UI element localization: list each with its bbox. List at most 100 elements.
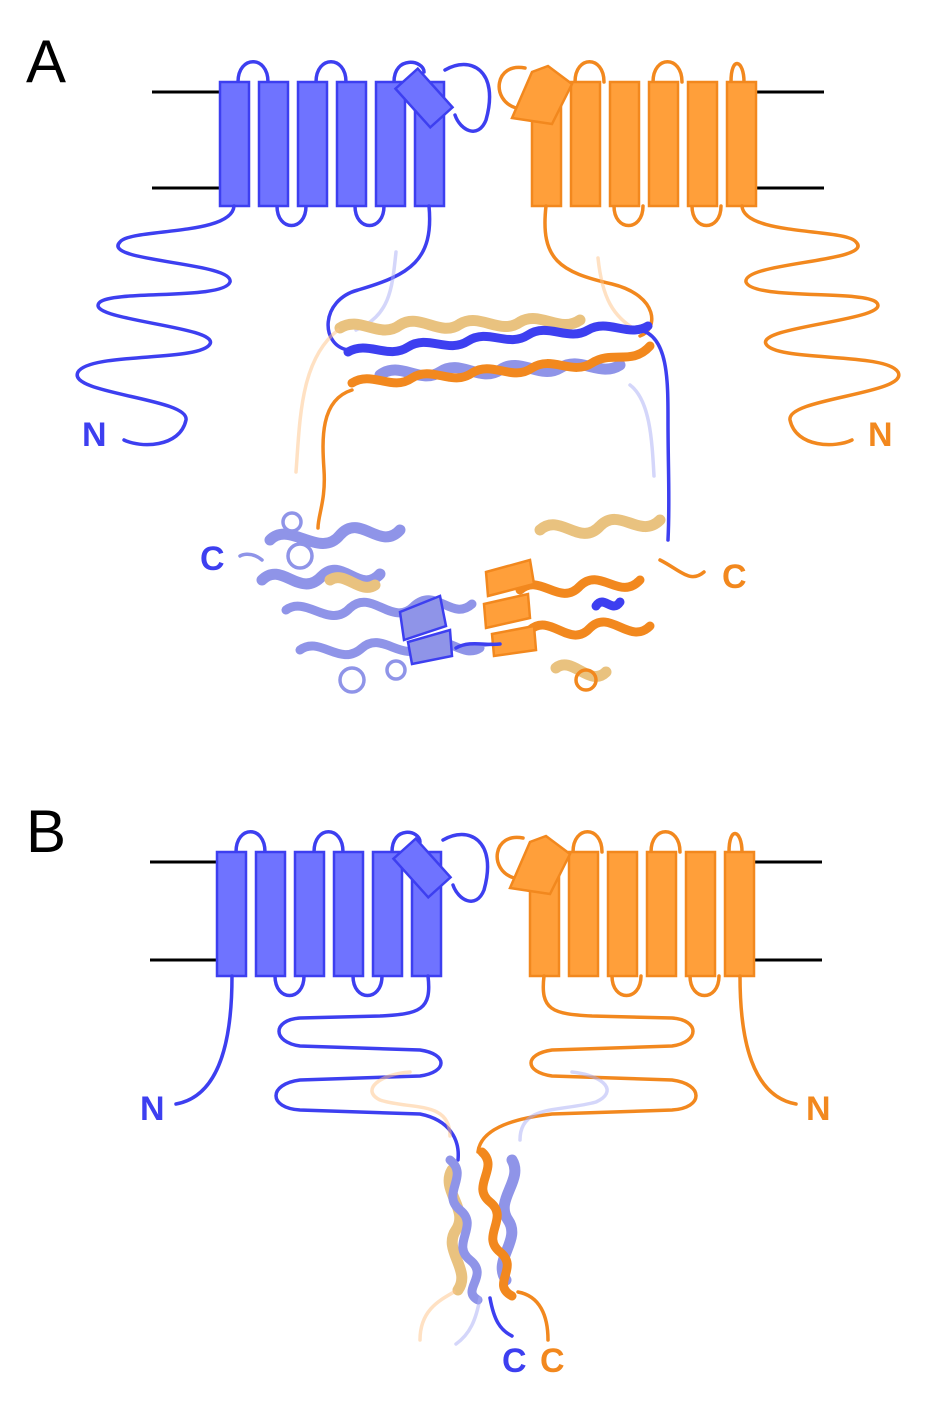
coiled-coil-helix xyxy=(477,1147,517,1301)
right-c-terminus-label: C xyxy=(540,1342,565,1380)
tm-linker-back xyxy=(596,256,642,334)
tm-helix xyxy=(608,80,641,208)
extracellular-loop xyxy=(234,830,267,854)
extracellular-loop xyxy=(314,60,348,84)
intracellular-loop xyxy=(351,974,384,998)
tm-helix xyxy=(647,80,680,208)
intracellular-loop xyxy=(275,204,308,228)
tm-helix xyxy=(335,80,368,208)
intracellular-loop xyxy=(690,204,723,228)
panel-a-blue-tm-domain xyxy=(218,60,492,228)
extracellular-loop xyxy=(441,832,490,903)
extracellular-loop xyxy=(649,830,682,854)
domain-loop xyxy=(454,641,502,650)
tm-helix xyxy=(686,80,719,208)
left-c-terminus-label: C xyxy=(502,1342,527,1380)
domain-helix xyxy=(295,636,485,659)
domain-linker-back xyxy=(628,383,656,478)
c-terminal-tail-back xyxy=(454,1296,482,1346)
re-entrant-helix xyxy=(393,66,455,130)
cytoplasmic-linker-back xyxy=(370,1070,452,1138)
extracellular-loop xyxy=(443,62,492,133)
domain-linker xyxy=(316,388,354,530)
domain-helix xyxy=(591,597,625,611)
n-terminal-tail xyxy=(174,974,234,1106)
intracellular-loop xyxy=(610,974,643,998)
domain-helix-turn xyxy=(385,659,407,681)
extracellular-loop xyxy=(651,60,684,84)
domain-helix xyxy=(264,522,406,549)
domain-helix-turn xyxy=(574,668,598,692)
intracellular-loop xyxy=(273,974,306,998)
domain-loop xyxy=(658,558,706,579)
cytoplasmic-linker-back xyxy=(518,1070,609,1142)
beta-sheet xyxy=(398,594,448,642)
left-n-terminus-label: N xyxy=(140,1090,165,1128)
extracellular-loop xyxy=(495,835,525,880)
re-entrant-helix xyxy=(510,64,574,126)
extracellular-loop xyxy=(390,830,422,854)
panel-a-blue-cytoplasmic-domain xyxy=(238,511,502,694)
extracellular-loop xyxy=(312,830,345,854)
cytoplasmic-linker xyxy=(476,974,698,1154)
tm-helix xyxy=(218,80,251,208)
tm-helix xyxy=(569,80,602,208)
domain-loop xyxy=(238,552,264,562)
panel-b-coiled-coil xyxy=(443,1147,521,1305)
domain-helix xyxy=(534,514,666,539)
beta-sheet xyxy=(490,624,538,658)
panel-a-letter: A xyxy=(26,28,66,95)
n-terminal-tail xyxy=(75,204,236,447)
beta-sheet xyxy=(484,558,536,598)
tm-helix xyxy=(296,80,329,208)
panel-a: A xyxy=(26,28,901,694)
panel-a-orange-cytoplasmic-domain xyxy=(454,514,706,692)
c-terminal-tail-back xyxy=(418,1290,456,1342)
tm-helix xyxy=(645,850,678,978)
tm-helix xyxy=(332,850,365,978)
re-entrant-helix xyxy=(391,836,453,900)
panel-b: B xyxy=(26,798,831,1380)
tm-helix xyxy=(567,850,600,978)
domain-linker-back xyxy=(294,328,340,474)
extracellular-loop xyxy=(236,60,270,84)
domain-helix-turn xyxy=(281,511,303,533)
domain-helix xyxy=(324,572,381,593)
extracellular-loop xyxy=(727,831,744,854)
panel-a-membrane xyxy=(152,90,824,190)
intracellular-loop xyxy=(688,974,721,998)
tm-helix xyxy=(723,850,756,978)
coiled-coil-helix xyxy=(334,313,586,336)
domain-helix-turn xyxy=(338,666,366,694)
domain-helix xyxy=(525,617,655,640)
extracellular-loop xyxy=(392,60,426,84)
extracellular-loop xyxy=(571,830,604,854)
panel-b-orange-tm-domain xyxy=(495,830,756,998)
panel-a-coiled-coil xyxy=(334,313,655,388)
extracellular-loop xyxy=(729,61,746,84)
tm-helix xyxy=(293,850,326,978)
coiled-coil-helix xyxy=(343,321,653,357)
right-c-terminus-label: C xyxy=(722,558,747,596)
tm-helix xyxy=(257,80,290,208)
intracellular-loop xyxy=(353,204,386,228)
right-n-terminus-label: N xyxy=(868,416,893,454)
left-c-terminus-label: C xyxy=(200,540,225,578)
beta-sheet xyxy=(406,628,454,666)
panel-b-letter: B xyxy=(26,798,66,865)
cytoplasmic-linker xyxy=(274,974,460,1162)
tm-helix xyxy=(606,850,639,978)
left-n-terminus-label: N xyxy=(82,416,107,454)
tm-linker-back xyxy=(354,250,398,332)
domain-helix xyxy=(256,564,386,590)
extracellular-loop xyxy=(573,60,606,84)
tm-helix xyxy=(374,80,407,208)
extracellular-loop xyxy=(497,65,527,110)
panel-b-blue-tm-domain xyxy=(215,830,490,998)
intracellular-loop xyxy=(612,204,645,228)
domain-helix-turn xyxy=(286,542,314,570)
domain-helix xyxy=(515,575,645,598)
tm-helix xyxy=(725,80,758,208)
c-terminal-tail xyxy=(488,1296,514,1338)
n-terminal-tail xyxy=(740,204,901,447)
